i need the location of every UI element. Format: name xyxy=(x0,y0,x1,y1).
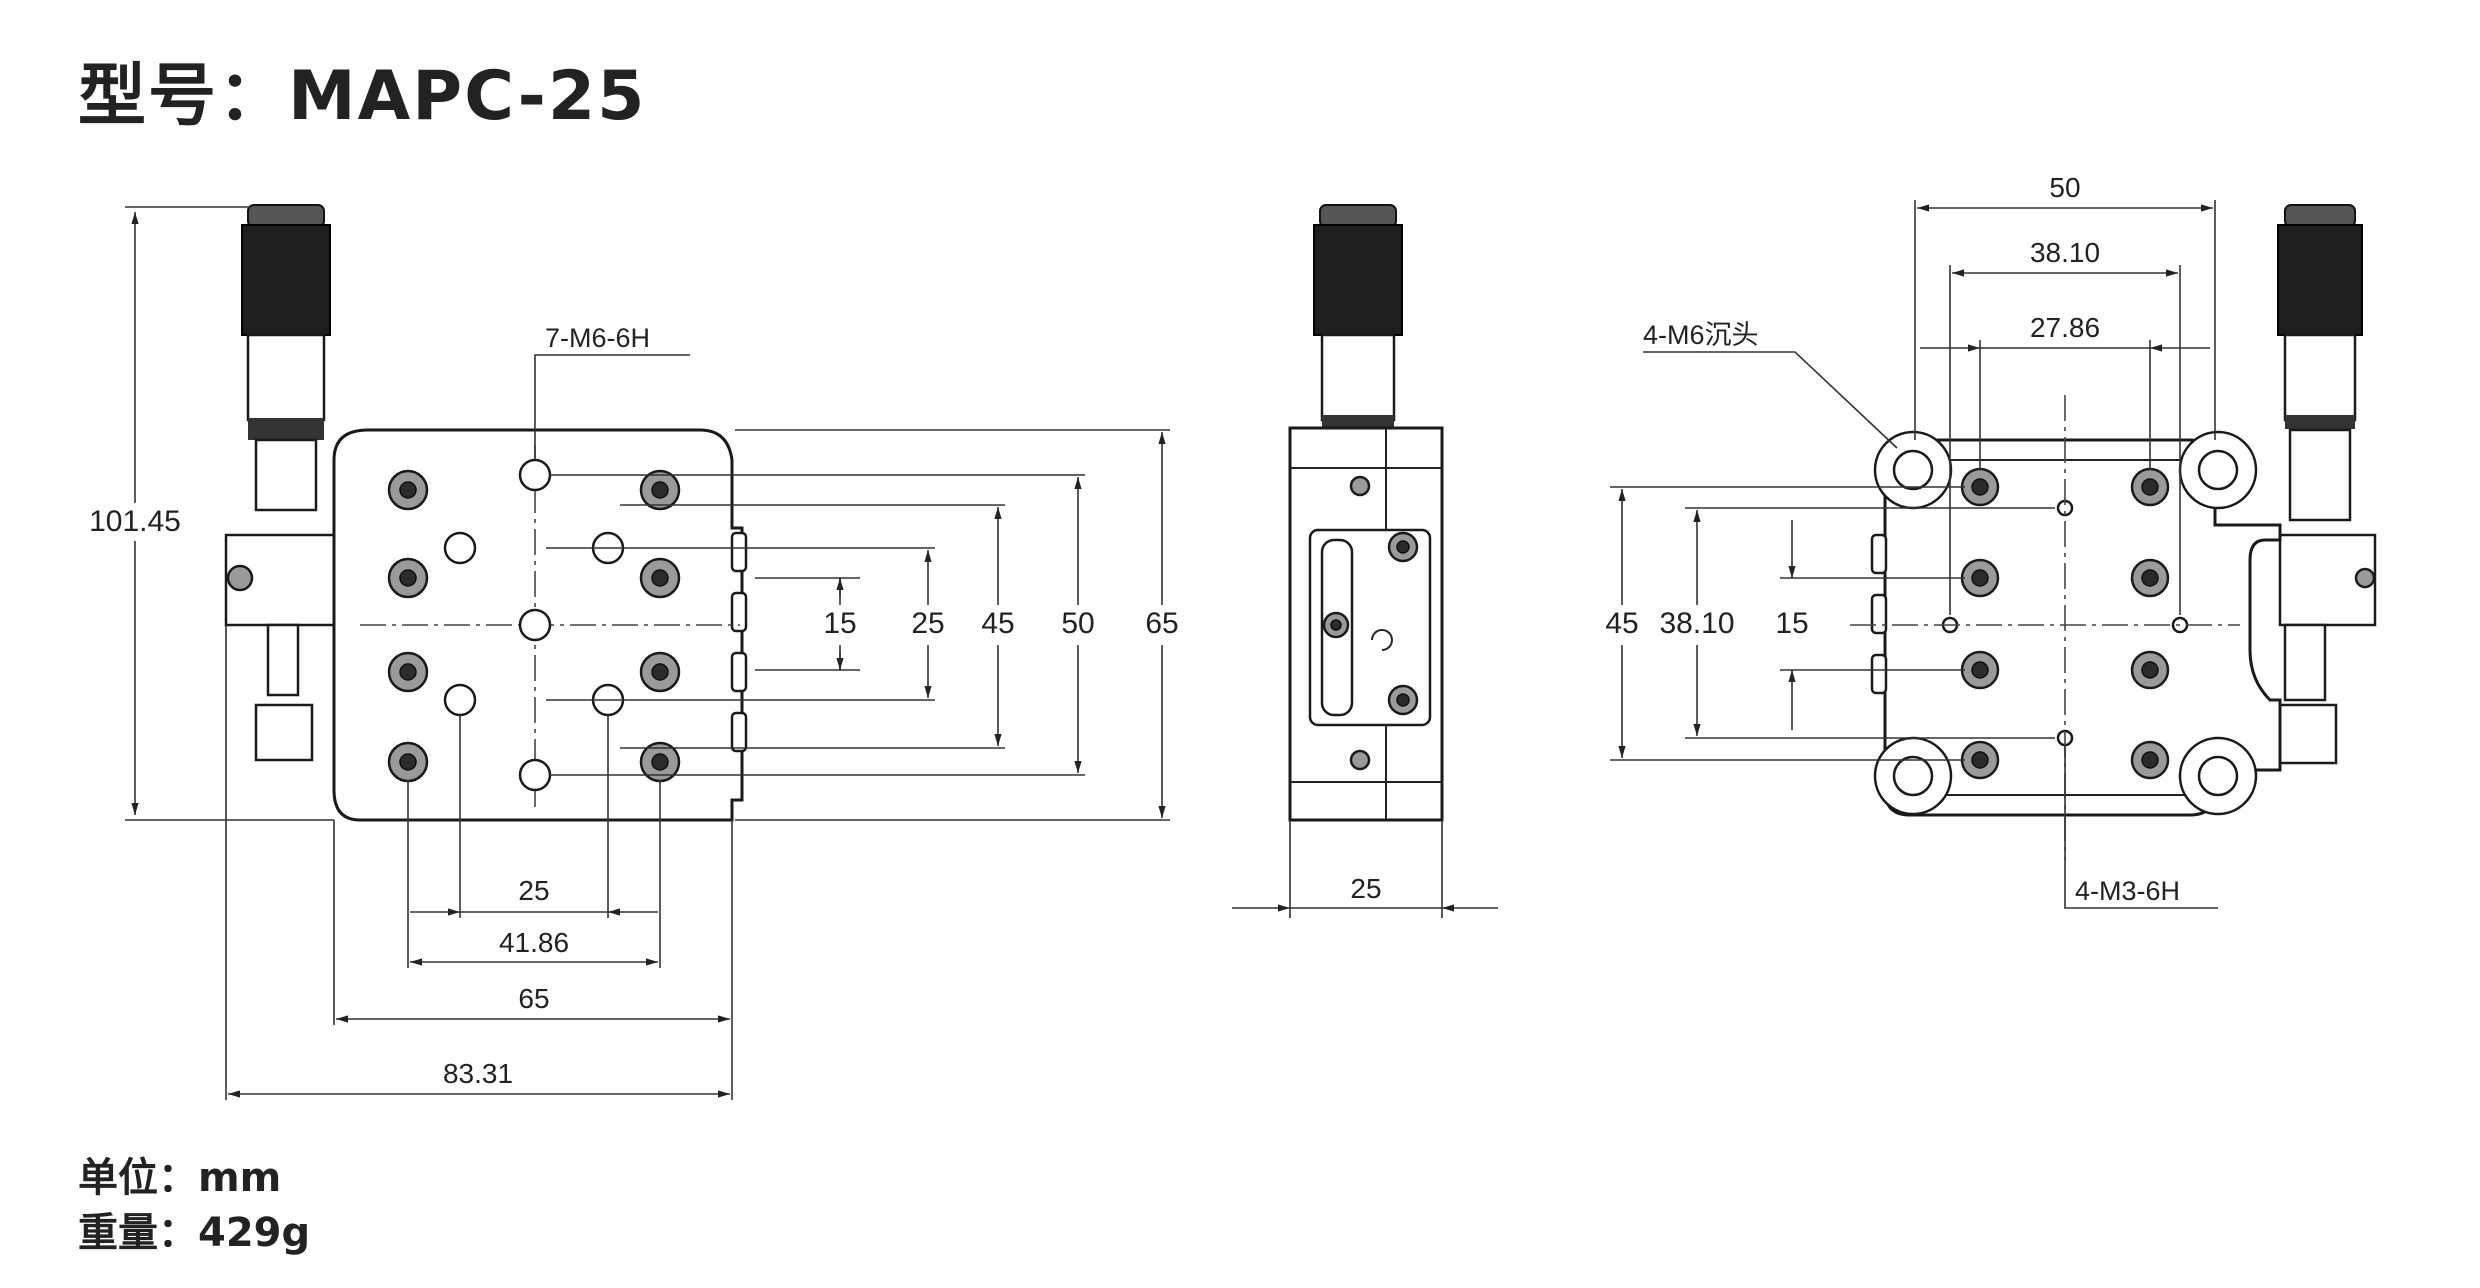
dim-45-bottom: 45 xyxy=(1605,607,1638,640)
callout-4-m6: 4-M6沉头 xyxy=(1643,320,1759,350)
counterbore-hole xyxy=(1873,736,1953,816)
dim-65-h: 65 xyxy=(518,983,549,1014)
screw xyxy=(639,469,681,511)
dim-15-bottom: 15 xyxy=(1775,607,1808,640)
callout-7-m6-6h: 7-M6-6H xyxy=(545,323,650,353)
page-title: 型号：MAPC-25 xyxy=(78,57,647,136)
screw xyxy=(387,741,429,783)
dim-38-10-top: 38.10 xyxy=(2030,237,2100,268)
front-view: 7-M6-6H 101.45 15 25 45 50 xyxy=(78,204,1188,1100)
screw xyxy=(2130,558,2170,598)
dim-25-h: 25 xyxy=(518,875,549,906)
counterbore-hole xyxy=(2178,430,2258,510)
screw xyxy=(1960,740,2000,780)
dim-27-86: 27.86 xyxy=(2030,312,2100,343)
dim-25-side: 25 xyxy=(1350,873,1381,904)
tapped-hole xyxy=(443,683,477,717)
screw xyxy=(639,651,681,693)
dim-41-86: 41.86 xyxy=(499,927,569,958)
weight-label: 重量：429g xyxy=(78,1210,311,1256)
screw xyxy=(387,469,429,511)
tapped-hole xyxy=(518,608,552,642)
side-view: 25 xyxy=(1232,204,1498,918)
dim-50-top: 50 xyxy=(2049,172,2080,203)
dim-38-10-left: 38.10 xyxy=(1659,607,1734,640)
screw xyxy=(2130,650,2170,690)
counterbore-hole xyxy=(1873,430,1953,510)
micrometer-knob xyxy=(224,204,338,762)
bottom-view: 50 38.10 27.86 4-M6沉头 45 38.10 15 4-M3-6… xyxy=(1596,172,2377,909)
screw xyxy=(387,651,429,693)
screw xyxy=(1960,467,2000,507)
dim-65-v: 65 xyxy=(1145,607,1178,640)
dim-15: 15 xyxy=(823,607,856,640)
counterbore-hole xyxy=(2178,736,2258,816)
screw xyxy=(2130,467,2170,507)
dim-45-v: 45 xyxy=(981,607,1014,640)
dim-25-v: 25 xyxy=(911,607,944,640)
screw xyxy=(1960,558,2000,598)
screw xyxy=(2130,740,2170,780)
callout-4-m3-6h: 4-M3-6H xyxy=(2075,876,2180,906)
screw xyxy=(639,557,681,599)
tapped-hole xyxy=(443,531,477,565)
dim-50-v: 50 xyxy=(1061,607,1094,640)
dim-83-31: 83.31 xyxy=(443,1058,513,1089)
screw xyxy=(387,557,429,599)
dim-101-45: 101.45 xyxy=(89,505,181,538)
tapped-hole xyxy=(518,758,552,792)
tapped-hole xyxy=(518,458,552,492)
unit-label: 单位：mm xyxy=(78,1155,282,1201)
screw xyxy=(1960,650,2000,690)
